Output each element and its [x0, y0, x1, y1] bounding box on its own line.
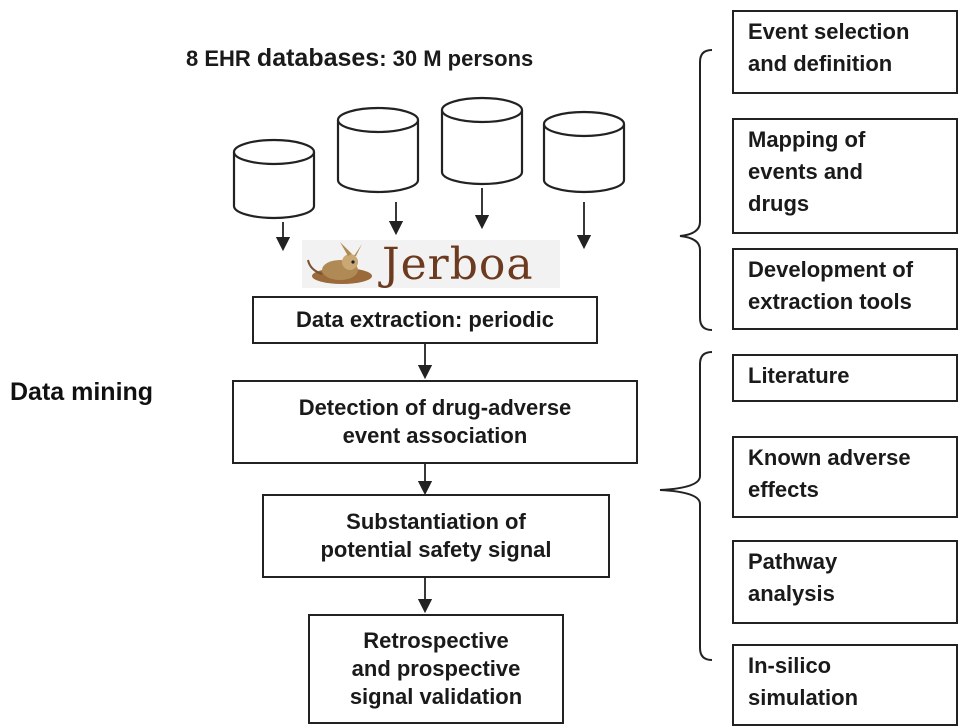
data-extraction-label: Data extraction: periodic [296, 307, 554, 332]
database-cylinder-3 [440, 96, 524, 186]
jerboa-logo-text: Jerboa [382, 239, 534, 290]
bottom-brace [659, 351, 713, 661]
extraction-tools-label: Development of extraction tools [748, 257, 914, 314]
literature-label: Literature [748, 363, 850, 388]
literature-box: Literature [732, 354, 958, 402]
known-effects-box: Known adverse effects [732, 436, 958, 518]
jerboa-animal-icon [307, 242, 372, 284]
title-suffix: : 30 M persons [379, 46, 534, 71]
page-title: 8 EHR databases: 30 M persons [186, 44, 533, 73]
mapping-label: Mapping of events and drugs [748, 127, 866, 216]
event-selection-box: Event selection and definition [732, 10, 958, 94]
in-silico-box: In-silico simulation [732, 644, 958, 726]
pathway-analysis-box: Pathway analysis [732, 540, 958, 624]
database-cylinder-2 [336, 106, 420, 194]
pathway-analysis-label: Pathway analysis [748, 549, 838, 606]
title-emph: databases [256, 44, 380, 72]
db-arrows [275, 188, 592, 252]
known-effects-label: Known adverse effects [748, 445, 911, 502]
validation-label: Retrospective and prospective signal val… [349, 628, 523, 709]
extraction-tools-box: Development of extraction tools [732, 248, 958, 330]
mapping-box: Mapping of events and drugs [732, 118, 958, 234]
title-prefix: 8 EHR [186, 46, 251, 71]
data-extraction-box: Data extraction: periodic [252, 296, 598, 344]
top-brace [679, 49, 713, 331]
database-cylinder-4 [542, 110, 626, 194]
detection-box: Detection of drug-adverse event associat… [232, 380, 638, 464]
data-mining-label: Data mining [10, 378, 154, 406]
in-silico-label: In-silico simulation [748, 653, 859, 710]
jerboa-logo: Jerboa [302, 239, 560, 290]
detection-label: Detection of drug-adverse event associat… [298, 395, 572, 448]
event-selection-label: Event selection and definition [748, 19, 910, 76]
substantiation-label: Substantiation of potential safety signa… [320, 509, 552, 562]
validation-box: Retrospective and prospective signal val… [308, 614, 564, 724]
database-cylinder-1 [232, 138, 316, 220]
substantiation-box: Substantiation of potential safety signa… [262, 494, 610, 578]
